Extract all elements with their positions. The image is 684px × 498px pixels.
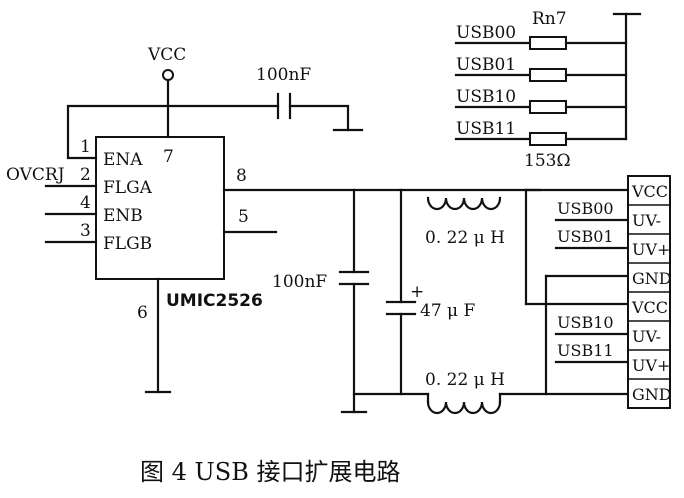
pin-number-1: 1 <box>80 137 91 157</box>
ic-umic2526: ENA FLGA ENB FLGB 7 UMIC2526 1 2 4 3 8 5… <box>6 104 542 394</box>
pin-label-ena: ENA <box>103 150 143 170</box>
wire-cap-to-ground <box>288 104 350 132</box>
signal-usb10: USB10 <box>557 313 614 332</box>
output-bus: USB00 USB01 USB10 USB11 <box>498 188 630 396</box>
rn-input-usb10: USB10 <box>456 87 516 107</box>
connector-pin-8: GND <box>632 385 672 404</box>
vcc-supply: VCC 100nF <box>147 45 364 139</box>
figure-caption: 图 4 USB 接口扩展电路 <box>140 458 400 486</box>
inductor-top-coil <box>426 196 502 211</box>
pin-label-enb: ENB <box>103 206 143 226</box>
connector-pin-2: UV- <box>632 211 661 230</box>
connector-pin-5: VCC <box>631 298 668 317</box>
connector-pin-6: UV- <box>632 327 661 346</box>
pin-number-7: 7 <box>163 147 174 167</box>
rn7-label: Rn7 <box>532 9 567 29</box>
filter-capacitors: 100nF + 47 μ F <box>272 188 475 414</box>
rn-input-usb01: USB01 <box>456 55 516 75</box>
wire-ena-to-vcc <box>66 104 170 160</box>
pin-number-6: 6 <box>137 303 148 323</box>
resistor-network-rn7: Rn7 USB00 USB01 USB10 USB11 153Ω <box>454 9 642 171</box>
inductor-top: 0. 22 μ H <box>425 196 505 248</box>
vcc-label: VCC <box>147 45 186 65</box>
pin-number-3: 3 <box>80 221 91 241</box>
pin-number-2: 2 <box>80 165 91 185</box>
resistor-0 <box>529 36 567 50</box>
vcc-terminal <box>162 69 174 81</box>
connector-pin-1: VCC <box>631 182 668 201</box>
pin-label-flga: FLGA <box>103 178 153 198</box>
inductor-bottom-coil <box>426 400 502 415</box>
usb-connector: VCC UV- UV+ GND VCC UV- UV+ GND <box>627 175 672 409</box>
pin-number-5: 5 <box>238 207 249 227</box>
rn-input-usb11: USB11 <box>456 119 516 139</box>
ic-name: UMIC2526 <box>166 291 263 311</box>
signal-usb11: USB11 <box>557 341 614 360</box>
inductor-bottom: 0. 22 μ H <box>425 370 505 415</box>
cap-elec-label: 47 μ F <box>420 301 475 321</box>
signal-usb01: USB01 <box>557 227 614 246</box>
cap-mid-label: 100nF <box>272 272 327 292</box>
connector-pin-3: UV+ <box>632 240 670 259</box>
rn-value-label: 153Ω <box>524 151 571 171</box>
cap-top-label: 100nF <box>256 65 311 85</box>
cap-elec-plus: + <box>410 282 424 302</box>
connector-pin-4: GND <box>632 269 672 288</box>
ovcrj-label: OVCRJ <box>6 165 65 185</box>
signal-usb00: USB00 <box>557 199 614 218</box>
pin-number-4: 4 <box>80 193 91 213</box>
inductor-bottom-label: 0. 22 μ H <box>425 370 505 390</box>
resistor-2 <box>529 100 567 114</box>
pin-label-flgb: FLGB <box>103 234 152 254</box>
rn-input-usb00: USB00 <box>456 23 516 43</box>
resistor-1 <box>529 68 567 82</box>
resistor-3 <box>529 132 567 146</box>
connector-pin-7: UV+ <box>632 356 670 375</box>
inductor-top-label: 0. 22 μ H <box>425 228 505 248</box>
ic-body <box>95 136 225 280</box>
pin-number-8: 8 <box>236 166 247 186</box>
